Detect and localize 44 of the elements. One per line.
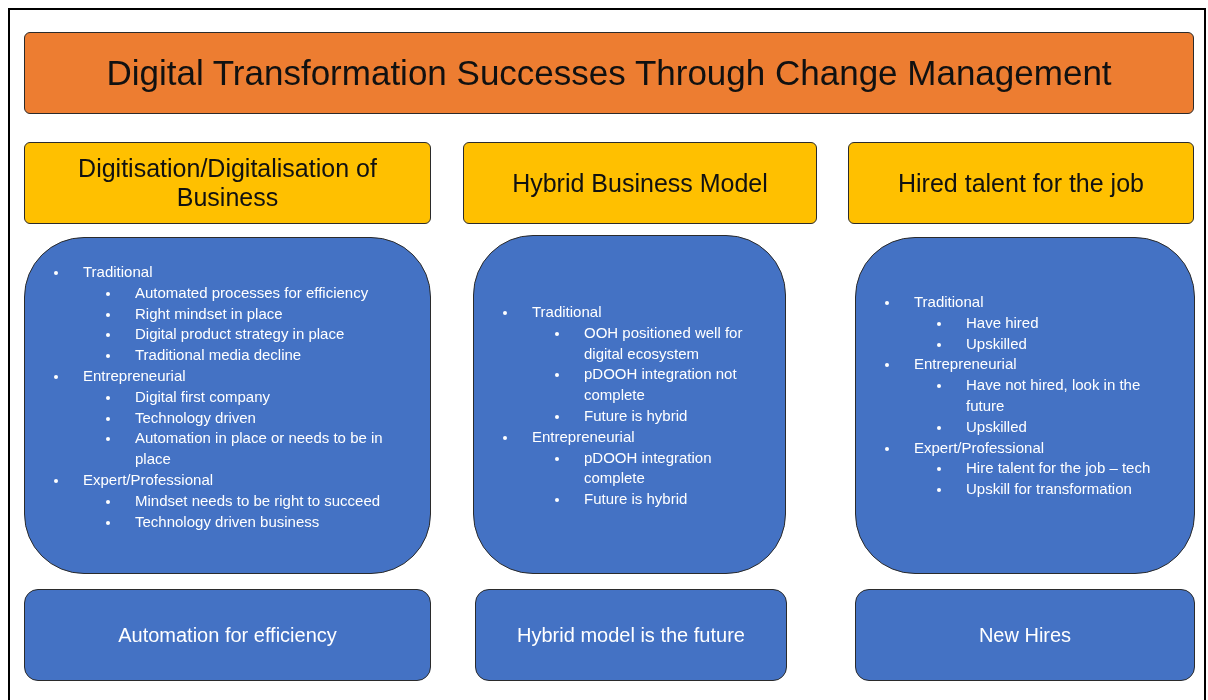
summary-box <box>24 589 431 681</box>
summary-box <box>475 589 787 681</box>
sub-bullet-item: Right mindset in place <box>135 303 284 324</box>
sub-bullet-item: Future is hybrid <box>584 406 689 426</box>
sub-bullet-item: pDOOH integration not complete <box>584 364 738 406</box>
bullet-item: Traditional <box>914 292 985 312</box>
sub-bullet-item: Mindset needs to be right to succeed <box>135 490 382 511</box>
sub-bullet-item: Technology driven business <box>135 511 321 532</box>
bullet-item: Entrepreneurial <box>83 366 187 386</box>
sub-bullet-item: Have not hired, look in the future <box>966 375 1142 416</box>
sub-bullet-item: Automated processes for efficiency <box>135 282 370 303</box>
bullet-panel <box>473 235 786 574</box>
label-text: Hybrid model is the future <box>517 623 745 647</box>
sub-bullet-item: Technology driven <box>135 407 257 428</box>
sub-bullet-item: Digital product strategy in place <box>135 324 346 345</box>
title-banner <box>24 32 1194 114</box>
bullet-panel <box>855 237 1195 574</box>
label-text: New Hires <box>978 623 1072 647</box>
sub-bullet-item: Digital first company <box>135 386 272 407</box>
sub-bullet-item: pDOOH integration complete <box>584 447 713 489</box>
sub-bullet-item: Future is hybrid <box>584 489 689 510</box>
sub-bullet-item: Upskill for transformation <box>966 479 1133 500</box>
bullet-item: Traditional <box>83 262 154 282</box>
column-header <box>24 142 431 224</box>
bullet-panel <box>24 237 431 574</box>
label-text: Hybrid Business Model <box>512 168 768 198</box>
summary-box <box>855 589 1195 681</box>
bullet-item: Traditional <box>532 302 603 322</box>
sub-bullet-item: Automation in place or needs to be in place <box>135 428 384 470</box>
column-header <box>463 142 817 224</box>
title-text: Digital Transformation Successes Through Change Management <box>106 53 1112 93</box>
label-text: Hired talent for the job <box>898 168 1144 198</box>
sub-bullet-item: Hire talent for the job – tech <box>966 458 1152 479</box>
column-header <box>848 142 1194 224</box>
sub-bullet-item: Upskilled <box>966 416 1028 437</box>
sub-bullet-item: Have hired <box>966 312 1040 333</box>
bullet-item: Entrepreneurial <box>532 426 636 447</box>
bullet-item: Expert/Professional <box>83 469 215 490</box>
sub-bullet-item: Upskilled <box>966 333 1028 354</box>
label-text: Automation for efficiency <box>118 623 337 647</box>
bullet-item: Expert/Professional <box>914 437 1046 458</box>
bullet-item: Entrepreneurial <box>914 354 1018 375</box>
sub-bullet-item: Traditional media decline <box>135 345 303 366</box>
label-text: Digitisation/Digitalisation of Business <box>77 154 378 212</box>
